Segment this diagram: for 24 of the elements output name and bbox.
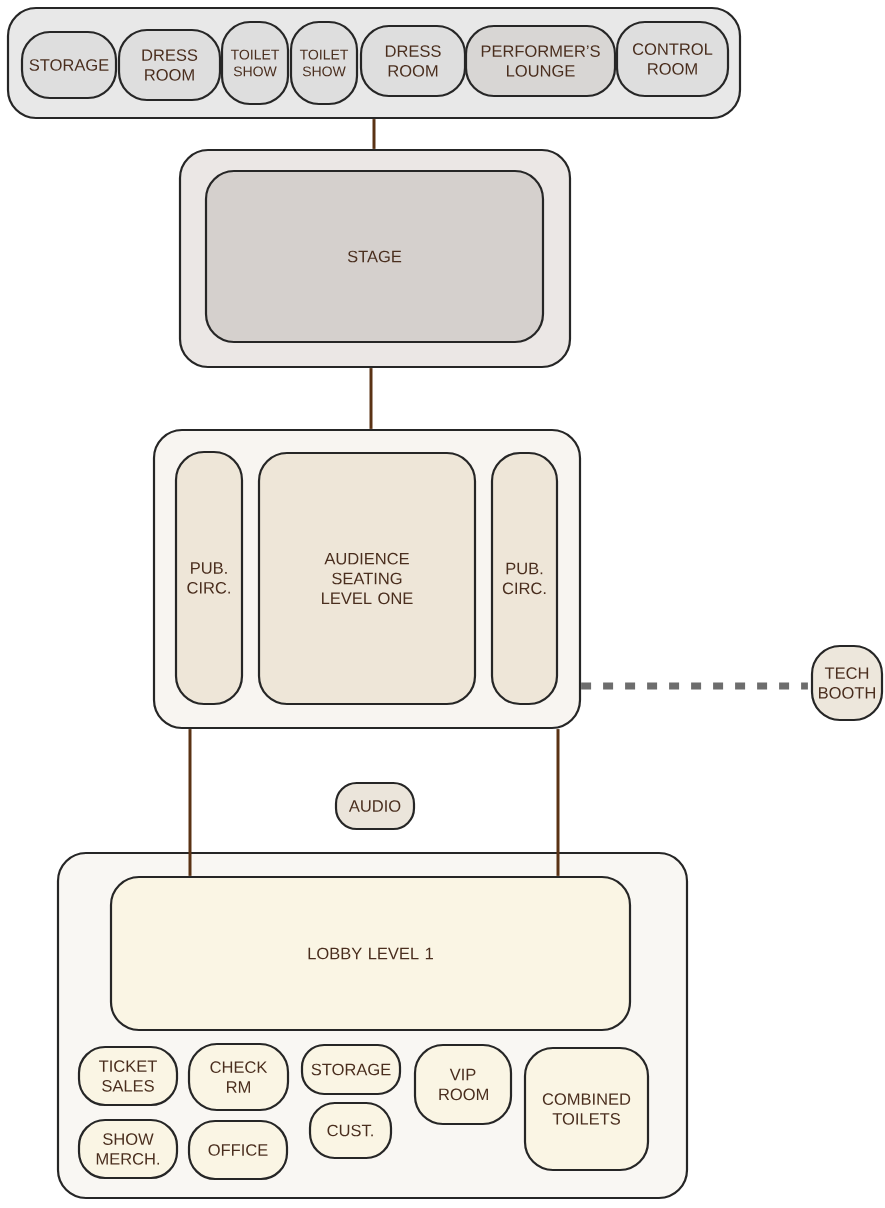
room-box: PERFORMER’S LOUNGE — [464, 24, 617, 98]
connector-line — [372, 119, 376, 149]
room-box: TICKET SALES — [77, 1045, 179, 1107]
room-box: VIP ROOM — [413, 1043, 513, 1126]
room-box: TECH BOOTH — [810, 644, 884, 722]
room-box: LOBBY LEVEL 1 — [109, 875, 632, 1032]
room-box: PUB. CIRC. — [174, 450, 244, 706]
room-box: COMBINED TOILETS — [523, 1046, 650, 1172]
room-box: CUST. — [308, 1101, 393, 1160]
connector-line — [556, 729, 560, 876]
room-box: SHOW MERCH. — [77, 1118, 179, 1180]
connector-line — [188, 729, 192, 876]
room-box: OFFICE — [187, 1119, 289, 1181]
room-box: PUB. CIRC. — [490, 451, 559, 706]
room-box: DRESS ROOM — [117, 28, 222, 102]
room-box: AUDIO — [334, 781, 416, 831]
room-box: CHECK RM — [187, 1042, 290, 1112]
connector-line — [369, 368, 373, 429]
room-box: CONTROL ROOM — [615, 20, 730, 98]
room-box: STORAGE — [300, 1043, 402, 1096]
room-box: STORAGE — [20, 30, 118, 100]
room-box: AUDIENCE SEATING LEVEL ONE — [257, 451, 477, 706]
room-box: STAGE — [204, 169, 545, 344]
room-box: DRESS ROOM — [359, 24, 467, 98]
